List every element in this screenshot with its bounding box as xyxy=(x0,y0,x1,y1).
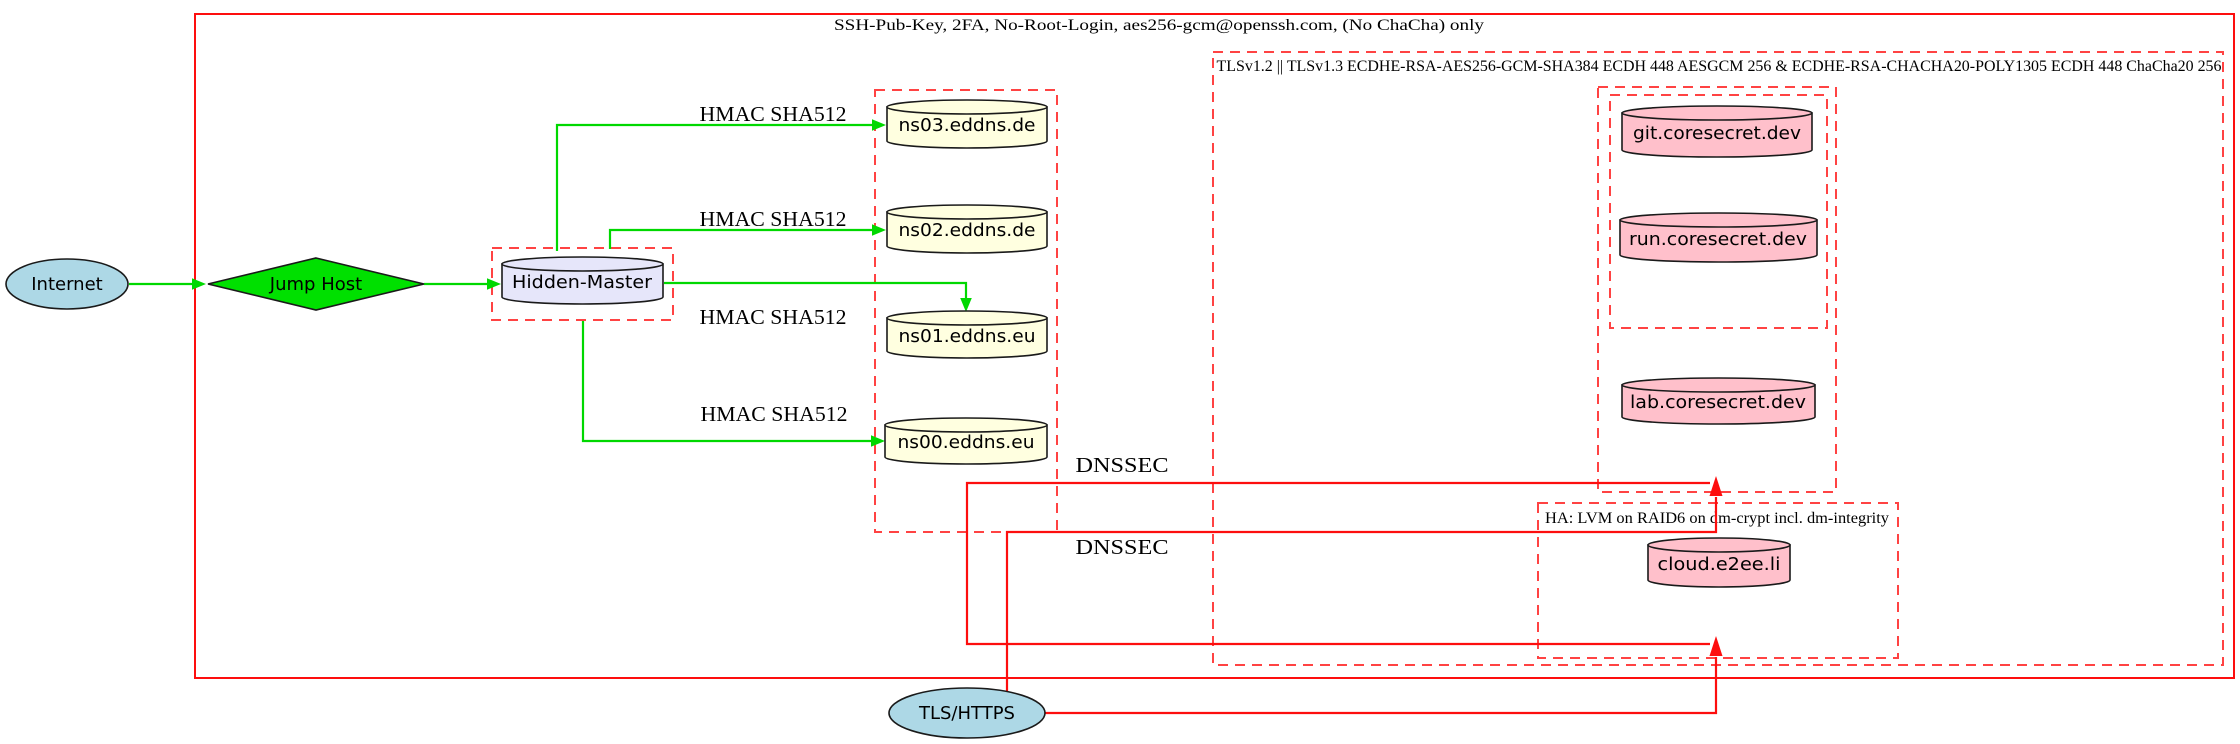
node-ns02: ns02.eddns.de xyxy=(886,204,1048,254)
edge-hiddenmaster-ns02 xyxy=(608,224,886,249)
edge-line xyxy=(1005,497,1718,691)
edge-hiddenmaster-ns03 xyxy=(555,119,886,251)
cluster-tls-box xyxy=(1212,51,2224,666)
cluster-hidden-master-box xyxy=(491,247,674,321)
cluster-ssh-box xyxy=(194,13,2235,679)
cylinder-body xyxy=(886,317,1048,359)
cluster-coresecret-inner-box xyxy=(1609,94,1828,329)
node-lab-coresecret: lab.coresecret.dev xyxy=(1621,377,1816,425)
edge-jumphost-hiddenmaster xyxy=(424,278,501,290)
node-jump-host-label: Jump Host xyxy=(269,274,362,295)
cylinder-top xyxy=(1621,377,1816,393)
node-jump-host: Jump Host xyxy=(207,257,425,311)
node-ns00-label: ns00.eddns.eu xyxy=(898,432,1035,453)
edge-line xyxy=(608,228,872,249)
edge-tlshttps-to-ha xyxy=(1045,657,1718,715)
cylinder-top xyxy=(1621,105,1813,121)
cylinder-top xyxy=(1647,537,1791,553)
node-cloud-label: cloud.e2ee.li xyxy=(1658,554,1781,575)
edge-line xyxy=(555,123,872,251)
cylinder-top xyxy=(501,256,664,272)
node-ns00: ns00.eddns.eu xyxy=(884,417,1048,465)
edge-label-hmac-1: HMAC SHA512 xyxy=(700,102,847,126)
edge-label-hmac-4: HMAC SHA512 xyxy=(701,402,848,426)
ellipse-shape xyxy=(888,687,1046,739)
cylinder-body xyxy=(1621,112,1813,158)
cluster-ssh-label: SSH-Pub-Key, 2FA, No-Root-Login, aes256-… xyxy=(834,17,1484,34)
edge-line xyxy=(581,321,871,443)
cluster-tls-label: TLSv1.2 || TLSv1.3 ECDHE-RSA-AES256-GCM-… xyxy=(1217,58,2222,75)
edge-label-hmac-2: HMAC SHA512 xyxy=(700,207,847,231)
node-ns03: ns03.eddns.de xyxy=(886,99,1048,149)
node-cloud-e2ee: cloud.e2ee.li xyxy=(1647,537,1791,588)
node-internet-label: Internet xyxy=(31,274,102,295)
cylinder-body xyxy=(886,211,1048,254)
cluster-coresecret-outer-box xyxy=(1597,86,1837,493)
cylinder-top xyxy=(884,417,1048,433)
node-ns01: ns01.eddns.eu xyxy=(886,310,1048,359)
node-git-label: git.coresecret.dev xyxy=(1633,123,1801,144)
arrowhead-up-icon xyxy=(1709,476,1723,496)
cylinder-top xyxy=(886,99,1048,115)
edge-label-dnssec-1: DNSSEC xyxy=(1076,453,1169,477)
diamond-shape xyxy=(207,257,425,311)
cylinder-top xyxy=(1619,212,1818,228)
edge-line xyxy=(965,481,1710,646)
node-ns01-label: ns01.eddns.eu xyxy=(899,326,1036,347)
node-ns02-label: ns02.eddns.de xyxy=(899,220,1036,241)
edge-hiddenmaster-ns01 xyxy=(664,281,972,312)
cylinder-body xyxy=(886,106,1048,149)
cylinder-body xyxy=(1621,384,1816,425)
arrowhead-right-icon xyxy=(192,278,206,290)
arrowhead-right-icon xyxy=(487,278,501,290)
node-internet: Internet xyxy=(5,258,129,310)
arrowhead-right-icon xyxy=(871,435,885,447)
cylinder-top xyxy=(886,204,1048,220)
cylinder-top xyxy=(886,310,1048,326)
arrowhead-down-icon xyxy=(960,298,972,312)
node-hidden-master-label: Hidden-Master xyxy=(512,272,653,293)
node-run-label: run.coresecret.dev xyxy=(1629,229,1807,250)
edge-label-hmac-3: HMAC SHA512 xyxy=(700,305,847,329)
arrowhead-up-icon xyxy=(1709,636,1723,656)
node-ns03-label: ns03.eddns.de xyxy=(899,115,1036,136)
cluster-ha-label: HA: LVM on RAID6 on dm-crypt incl. dm-in… xyxy=(1545,510,1889,527)
edge-label-dnssec-2: DNSSEC xyxy=(1076,535,1169,559)
cylinder-body xyxy=(1647,544,1791,588)
ellipse-shape xyxy=(5,258,129,310)
cylinder-body xyxy=(501,263,664,305)
node-tls-https-label: TLS/HTTPS xyxy=(918,703,1015,724)
arrowhead-right-icon xyxy=(872,224,886,236)
node-lab-label: lab.coresecret.dev xyxy=(1630,392,1806,413)
edge-dnssec-1-to-coresecret xyxy=(965,481,1710,646)
arrowhead-right-icon xyxy=(872,119,886,131)
cylinder-body xyxy=(884,424,1048,465)
edge-dnssec-2-from-tlshttps xyxy=(1005,497,1718,691)
node-tls-https: TLS/HTTPS xyxy=(888,687,1046,739)
edge-line xyxy=(664,281,968,298)
node-run-coresecret: run.coresecret.dev xyxy=(1619,212,1818,263)
node-hidden-master: Hidden-Master xyxy=(501,256,664,305)
edge-line xyxy=(1045,657,1718,715)
edge-hiddenmaster-ns00 xyxy=(581,321,885,447)
cylinder-body xyxy=(1619,219,1818,263)
node-git-coresecret: git.coresecret.dev xyxy=(1621,105,1813,158)
edge-internet-jumphost xyxy=(129,278,206,290)
cluster-ha-box xyxy=(1537,502,1899,659)
